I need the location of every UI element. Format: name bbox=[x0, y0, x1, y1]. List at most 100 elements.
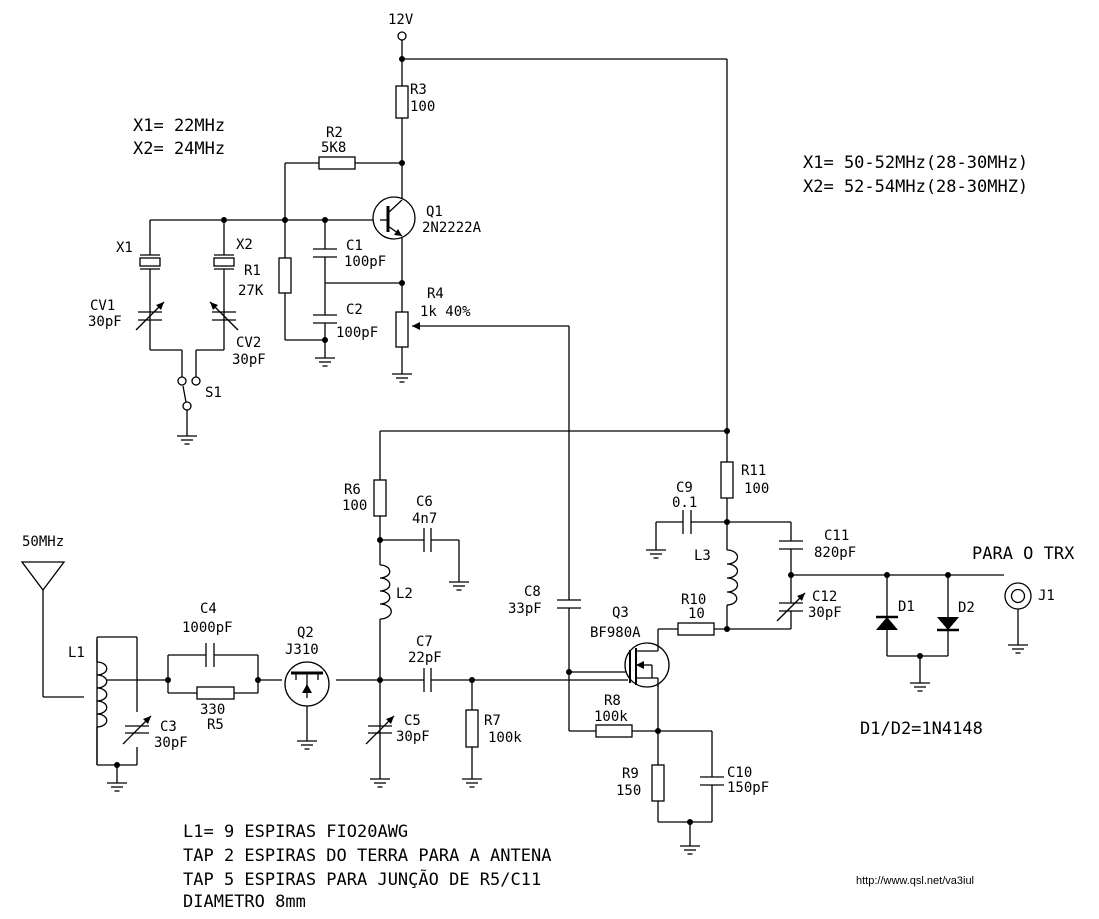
resistor-icon bbox=[720, 461, 734, 499]
r9-ref: R9 bbox=[622, 766, 639, 782]
resistor-r7: R7 100k bbox=[465, 709, 522, 748]
ground-icon bbox=[909, 682, 931, 692]
r5-value: 330 bbox=[200, 702, 225, 718]
variable-capacitor-c3: C3 30pF bbox=[122, 715, 188, 751]
r2-value: 5K8 bbox=[321, 140, 346, 156]
capacitor-c1: C1 100pF bbox=[313, 238, 386, 270]
resistor-r10: R10 10 bbox=[677, 592, 715, 636]
r7-ref: R7 bbox=[484, 713, 501, 729]
ground-icon bbox=[1007, 644, 1029, 654]
x1-ref: X1 bbox=[116, 240, 133, 256]
inductor-l3: L3 bbox=[694, 548, 739, 606]
resistor-r5: 330 R5 bbox=[196, 686, 235, 733]
capacitor-c9: C9 0.1 bbox=[672, 480, 697, 534]
inductor-icon bbox=[379, 564, 392, 620]
resistor-icon bbox=[651, 764, 665, 802]
d1-ref: D1 bbox=[898, 599, 915, 615]
x2-ref: X2 bbox=[236, 237, 253, 253]
r11-ref: R11 bbox=[741, 463, 766, 479]
l2-ref: L2 bbox=[396, 586, 413, 602]
connector-j1: J1 bbox=[1004, 582, 1055, 610]
resistor-icon bbox=[318, 156, 356, 170]
resistor-r9: R9 150 bbox=[616, 764, 665, 802]
diodes-note: D1/D2=1N4148 bbox=[860, 719, 983, 739]
inductor-icon bbox=[96, 661, 108, 728]
q3-ref: Q3 bbox=[612, 605, 629, 621]
r6-ref: R6 bbox=[344, 482, 361, 498]
c5-value: 30pF bbox=[396, 729, 430, 745]
capacitor-c8: C8 33pF bbox=[508, 584, 581, 617]
resistor-icon bbox=[465, 709, 479, 748]
r5-ref: R5 bbox=[207, 717, 224, 733]
switch-contact-icon bbox=[191, 376, 201, 386]
source-url: http://www.qsl.net/va3iul bbox=[856, 875, 974, 887]
r4-ref: R4 bbox=[427, 286, 444, 302]
r3-ref: R3 bbox=[410, 82, 427, 98]
antenna-label: 50MHz bbox=[22, 534, 64, 550]
ground-icon bbox=[369, 778, 391, 788]
r10-ref: R10 bbox=[681, 592, 706, 608]
potentiometer-icon bbox=[395, 311, 409, 348]
r9-value: 150 bbox=[616, 783, 641, 799]
c4-ref: C4 bbox=[200, 601, 217, 617]
diode-d2: D2 bbox=[937, 600, 975, 632]
switch-s1: S1 bbox=[177, 376, 222, 411]
c8-ref: C8 bbox=[524, 584, 541, 600]
c2-ref: C2 bbox=[346, 302, 363, 318]
coil-note-4: DIAMETRO 8mm bbox=[183, 892, 306, 912]
cv1-value: 30pF bbox=[88, 314, 122, 330]
j1-ref: J1 bbox=[1038, 588, 1055, 604]
resistor-icon bbox=[196, 686, 235, 700]
coil-note-2: TAP 2 ESPIRAS DO TERRA PARA A ANTENA bbox=[183, 846, 551, 866]
c10-value: 150pF bbox=[727, 780, 769, 796]
ground-icon bbox=[645, 549, 667, 559]
q1-ref: Q1 bbox=[426, 204, 443, 220]
resistor-r1: R1 27K bbox=[238, 257, 292, 299]
r7-value: 100k bbox=[488, 730, 522, 746]
resistor-r3: R3 100 bbox=[395, 82, 435, 119]
ground-icon bbox=[448, 581, 470, 591]
d2-ref: D2 bbox=[958, 600, 975, 616]
capacitor-c7: C7 22pF bbox=[408, 634, 442, 692]
diode-d1: D1 bbox=[876, 599, 915, 630]
antenna: 50MHz bbox=[20, 534, 66, 592]
oscillator-note-x1: X1= 22MHz bbox=[133, 116, 225, 136]
r6-value: 100 bbox=[342, 498, 367, 514]
ground-icon bbox=[176, 435, 198, 445]
c7-value: 22pF bbox=[408, 650, 442, 666]
s1-ref: S1 bbox=[205, 385, 222, 401]
c7-ref: C7 bbox=[416, 634, 433, 650]
coil-note-3: TAP 5 ESPIRAS PARA JUNÇÃO DE R5/C11 bbox=[183, 868, 541, 890]
c11-ref: C11 bbox=[824, 528, 849, 544]
npn-transistor-icon bbox=[372, 196, 416, 240]
c9-ref: C9 bbox=[676, 480, 693, 496]
r1-ref: R1 bbox=[244, 263, 261, 279]
c6-ref: C6 bbox=[416, 494, 433, 510]
variable-capacitor-cv1: CV1 30pF bbox=[88, 298, 165, 331]
potentiometer-r4: R4 1k 40% bbox=[395, 286, 471, 348]
ground-icon bbox=[679, 845, 701, 855]
c1-value: 100pF bbox=[344, 254, 386, 270]
c12-ref: C12 bbox=[812, 589, 837, 605]
c9-value: 0.1 bbox=[672, 495, 697, 511]
transistor-q3: Q3 BF980A bbox=[590, 605, 670, 688]
resistor-r2: R2 5K8 bbox=[318, 125, 356, 170]
c8-value: 33pF bbox=[508, 601, 542, 617]
inductor-l1: L1 bbox=[68, 640, 108, 765]
crystal-x1: X1 bbox=[116, 240, 161, 270]
capacitor-c4: C4 1000pF bbox=[182, 601, 233, 667]
output-label: PARA O TRX bbox=[972, 544, 1075, 564]
cv2-value: 30pF bbox=[232, 352, 266, 368]
c10-ref: C10 bbox=[727, 765, 752, 781]
l1-ref: L1 bbox=[68, 645, 85, 661]
r8-ref: R8 bbox=[604, 693, 621, 709]
variable-capacitor-cv2: CV2 30pF bbox=[209, 301, 266, 368]
cv2-ref: CV2 bbox=[236, 335, 261, 351]
q2-value: J310 bbox=[285, 642, 319, 658]
oscillator-note-x2: X2= 24MHz bbox=[133, 139, 225, 159]
c6-value: 4n7 bbox=[412, 511, 437, 527]
r4-value: 1k 40% bbox=[420, 304, 471, 320]
c2-value: 100pF bbox=[336, 325, 378, 341]
r8-value: 100k bbox=[594, 709, 628, 725]
